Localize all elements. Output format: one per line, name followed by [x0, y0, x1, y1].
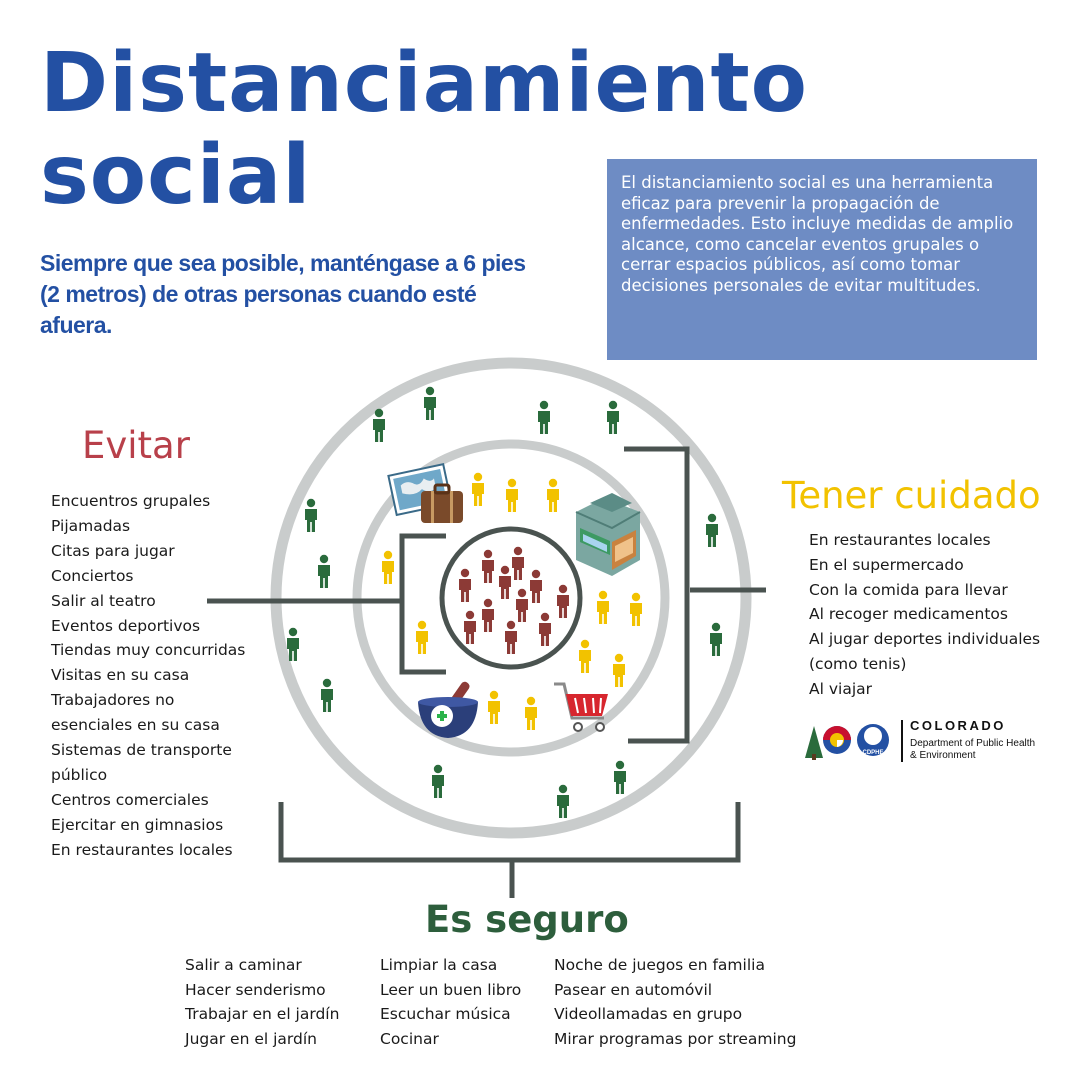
- list-item: público: [51, 765, 108, 784]
- list-item: Mirar programas por streaming: [554, 1029, 797, 1048]
- title-line-2: social: [40, 128, 312, 223]
- person-icon: [512, 546, 524, 580]
- list-item: Al recoger medicamentos: [809, 605, 1008, 624]
- list-item: Encuentros grupales: [51, 492, 211, 510]
- title-line-1: Distanciamiento: [40, 36, 809, 131]
- person-icon: [382, 550, 394, 584]
- list-item: Eventos deportivos: [51, 616, 201, 635]
- person-icon: [613, 653, 625, 687]
- evitar-heading: Evitar: [82, 424, 190, 467]
- list-item: Hacer senderismo: [185, 980, 326, 999]
- person-icon: [318, 554, 330, 588]
- map-and-suitcase-icon: [387, 463, 463, 523]
- list-item: Salir al teatro: [51, 591, 156, 610]
- person-icon: [547, 478, 559, 512]
- person-icon: [539, 612, 551, 646]
- logo-subtitle: Department of Public Health & Environmen…: [910, 738, 1036, 761]
- info-box: El distanciamiento social es una herrami…: [607, 159, 1037, 360]
- subtitle: Siempre que sea posible, manténgase a 6 …: [40, 250, 526, 338]
- person-icon: [305, 498, 317, 532]
- cuidado-heading: Tener cuidado: [782, 474, 1041, 517]
- list-item: Salir a caminar: [185, 956, 302, 974]
- person-icon: [464, 610, 476, 644]
- person-icon: [499, 565, 511, 599]
- list-item: En restaurantes locales: [809, 531, 991, 549]
- list-item: Cocinar: [380, 1029, 439, 1048]
- list-item: Trabajadores no: [51, 691, 175, 710]
- list-item: Al viajar: [809, 679, 872, 698]
- person-icon: [614, 760, 626, 794]
- shopping-cart-icon: [554, 682, 608, 732]
- person-icon: [505, 620, 517, 654]
- list-item: Pasear en automóvil: [554, 980, 713, 999]
- person-icon: [557, 784, 569, 818]
- person-icon: [472, 472, 484, 506]
- list-item: Tiendas muy concurridas: [51, 641, 246, 660]
- list-item: Jugar en el jardín: [185, 1029, 317, 1048]
- list-item: Sistemas de transporte: [51, 741, 232, 760]
- person-icon: [459, 568, 471, 602]
- cuidado-list: En restaurantes locales En el supermercad…: [809, 528, 1040, 702]
- person-icon: [424, 386, 436, 420]
- list-item: Citas para jugar: [51, 541, 175, 560]
- person-icon: [557, 584, 569, 618]
- person-icon: [525, 696, 537, 730]
- person-icon: [482, 598, 494, 632]
- list-item: Limpiar la casa: [380, 956, 498, 974]
- logo-badge-text: CDPHE: [862, 750, 883, 756]
- list-item: Leer un buen libro: [380, 980, 522, 999]
- list-item: Trabajar en el jardín: [185, 1005, 340, 1023]
- list-item: En el supermercado: [809, 555, 964, 574]
- middle-ring: [352, 439, 670, 757]
- outer-ring: [270, 357, 752, 839]
- inner-ring: [439, 526, 583, 670]
- cuidado-bracket: [624, 446, 690, 744]
- list-item: Ejercitar en gimnasios: [51, 815, 224, 834]
- brackets: [207, 446, 766, 898]
- person-icon: [597, 590, 609, 624]
- person-icon: [706, 513, 718, 547]
- person-icon: [373, 408, 385, 442]
- list-item: Noche de juegos en familia: [554, 956, 765, 974]
- list-item: Escuchar música: [380, 1005, 511, 1023]
- colorado-logo: CDPHE COLORADO Department of Public Heal…: [803, 716, 1035, 766]
- list-item: Al jugar deportes individuales: [809, 630, 1041, 649]
- logo-divider: [901, 720, 903, 762]
- person-icon: [579, 639, 591, 673]
- list-item: Visitas en su casa: [51, 666, 190, 685]
- list-item: Conciertos: [51, 566, 134, 585]
- list-item: (como tenis): [809, 654, 907, 673]
- list-item: Videollamadas en grupo: [554, 1005, 743, 1023]
- person-icon: [482, 549, 494, 583]
- list-item: En restaurantes locales: [51, 840, 233, 859]
- list-item: esenciales en su casa: [51, 716, 220, 735]
- person-icon: [607, 400, 619, 434]
- person-icon: [538, 400, 550, 434]
- person-icon: [630, 592, 642, 626]
- person-icon: [516, 588, 528, 622]
- logo-word: COLORADO: [910, 718, 1006, 733]
- person-icon: [506, 478, 518, 512]
- list-item: Pijamadas: [51, 516, 131, 535]
- page-title: Distanciamiento social: [40, 38, 808, 222]
- person-icon: [321, 678, 333, 712]
- colorado-cdphe-emblem-icon: CDPHE: [805, 724, 889, 760]
- list-item: Con la comida para llevar: [809, 580, 1008, 599]
- person-icon: [416, 620, 428, 654]
- person-icon: [488, 690, 500, 724]
- inner-people: [459, 546, 569, 654]
- person-icon: [432, 764, 444, 798]
- list-item: Centros comerciales: [51, 790, 209, 809]
- person-icon: [710, 622, 722, 656]
- storefront-icon: [575, 493, 641, 576]
- mortar-pestle-icon: [418, 681, 478, 738]
- inner-bracket: [399, 533, 446, 675]
- person-icon: [530, 569, 542, 603]
- seguro-heading: Es seguro: [425, 898, 629, 941]
